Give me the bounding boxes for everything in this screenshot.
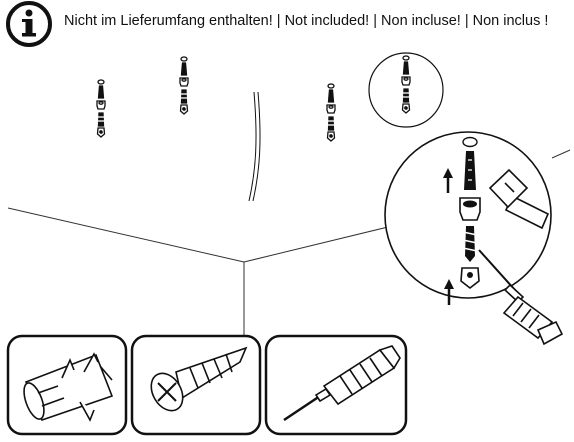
info-icon [6,1,52,47]
screwdriver-icon [283,345,401,422]
wall-plug-icon [23,352,114,422]
hammer-icon [488,168,550,230]
cable [248,91,261,202]
arrow-up-icon [444,279,454,305]
mount-point-right [326,83,336,142]
mount-point-middle [179,56,189,115]
tool-box-wall-plug [6,334,128,436]
detail-large-circle [384,131,564,346]
tool-box-screwdriver [264,334,408,436]
screwdriver-icon [478,249,564,346]
screw-icon [150,346,248,412]
arrow-up-icon [443,168,453,193]
detail-small-circle [368,52,444,128]
wall-corner-lines [7,149,571,340]
tool-box-screw [130,334,262,436]
not-included-note: Nicht im Lieferumfang enthalten! | Not i… [64,13,549,29]
mount-point-left [96,79,106,138]
